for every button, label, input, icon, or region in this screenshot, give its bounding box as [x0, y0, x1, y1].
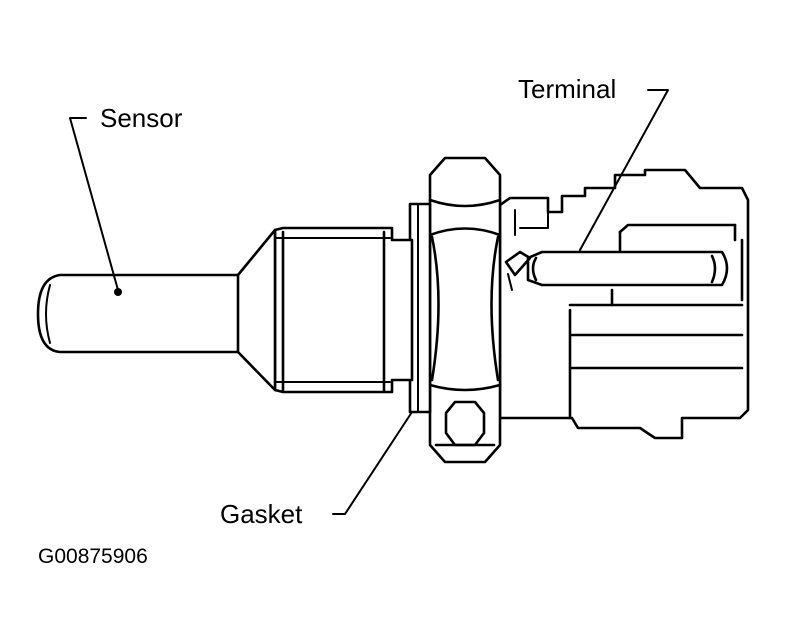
threaded-body	[273, 226, 414, 394]
sensor-leader	[69, 117, 119, 291]
sensor-point-icon	[114, 288, 122, 296]
gasket-leader	[332, 411, 413, 515]
terminal-pin	[504, 250, 729, 291]
hex-nut	[428, 156, 502, 464]
leader-lines	[69, 89, 669, 515]
terminal-leader	[579, 89, 669, 251]
label-sensor: Sensor	[100, 103, 183, 133]
label-gasket: Gasket	[220, 499, 303, 529]
connector-housing	[498, 168, 750, 440]
label-terminal: Terminal	[518, 74, 616, 104]
figure-id: G00875906	[38, 545, 148, 568]
sensor-probe	[36, 228, 277, 392]
